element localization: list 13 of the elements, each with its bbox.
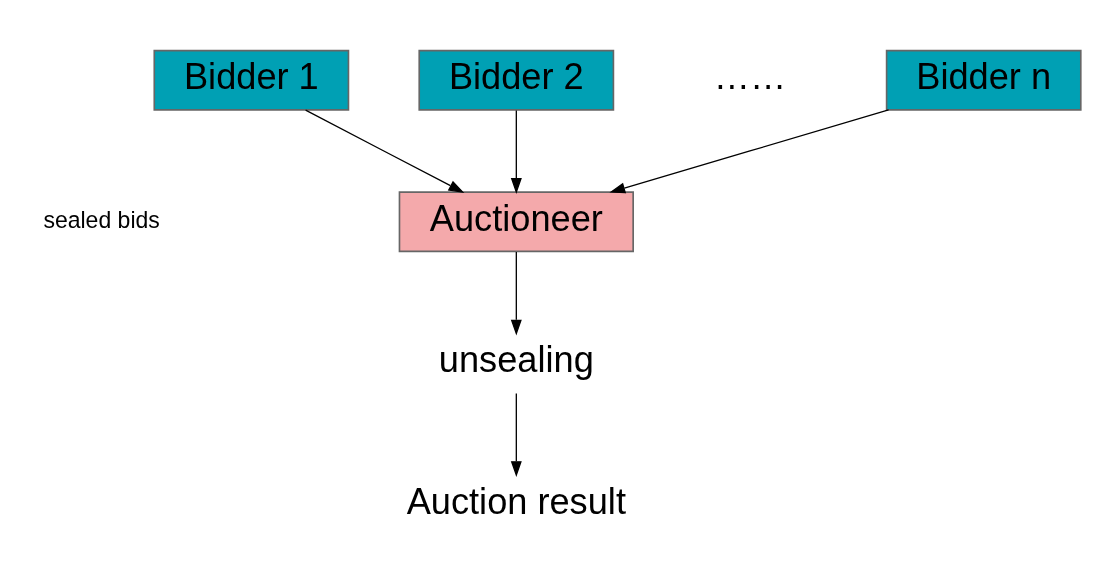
arrow: [304, 109, 465, 193]
label: sealed bids: [43, 206, 160, 233]
arrow: [510, 392, 522, 477]
node-text: unsealing: [438, 339, 594, 381]
node-box: Bidder 2: [418, 49, 615, 111]
node-text: Auction result: [406, 481, 626, 523]
label: ……: [713, 56, 787, 98]
node-box: Bidder 1: [153, 49, 350, 111]
arrow: [609, 109, 890, 194]
arrow: [510, 109, 522, 194]
arrow: [510, 251, 522, 336]
node-box: Auctioneer: [398, 191, 634, 253]
node-box: Bidder n: [885, 49, 1082, 111]
